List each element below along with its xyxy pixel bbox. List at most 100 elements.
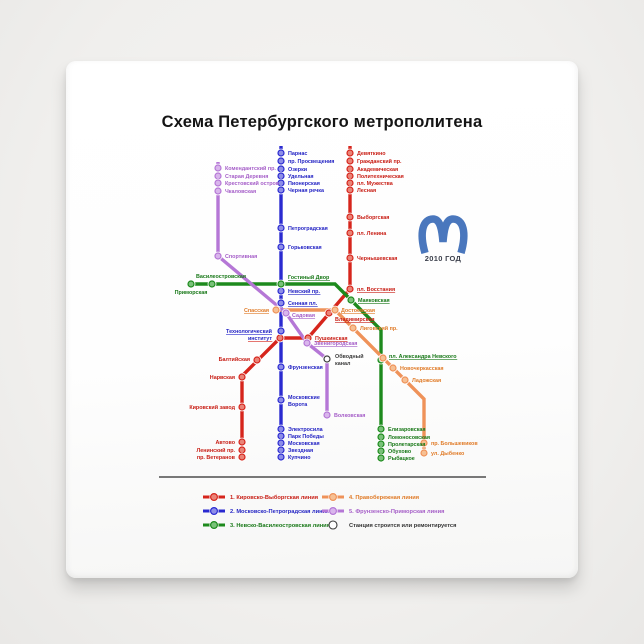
station-label: Новочеркасская — [400, 366, 444, 372]
station-marker — [214, 252, 222, 260]
legend-label: Станция строится или ремонтируется — [349, 523, 456, 529]
station-marker — [377, 440, 385, 448]
station-label: Рыбацкое — [388, 455, 415, 462]
station-label: Горьковская — [288, 245, 322, 251]
station-marker — [346, 172, 354, 180]
station-marker — [277, 327, 285, 335]
station-marker — [389, 364, 397, 372]
metro-logo: 2010 ГОД — [418, 215, 468, 263]
station-marker — [277, 432, 285, 440]
station-label: Старая Деревня — [225, 174, 268, 180]
logo-year-caption: 2010 ГОД — [425, 254, 462, 263]
station-marker — [347, 296, 355, 304]
station-marker — [349, 324, 357, 332]
station-label: Академическая — [357, 167, 398, 173]
station-marker — [346, 165, 354, 173]
station-marker — [346, 229, 354, 237]
station-label: Звенигородская — [314, 341, 357, 347]
station-label: пр. Большевиков — [431, 441, 478, 447]
station-marker — [277, 224, 285, 232]
legend-label: 1. Кировско-Выборгская линия — [230, 494, 318, 501]
station-marker — [331, 306, 339, 314]
station-marker — [377, 447, 385, 455]
station-label: Озерки — [288, 167, 307, 173]
station-marker — [277, 439, 285, 447]
station-label: Садовая — [292, 313, 315, 319]
station-label: Черная речка — [288, 188, 325, 194]
station-label: Девяткино — [357, 151, 386, 157]
station-label: Пролетарская — [388, 442, 425, 448]
station-label: Балтийская — [219, 356, 250, 363]
station-label: Лиговский пр. — [360, 325, 398, 332]
legend-label: 5. Фрунзенско-Приморская линия — [349, 509, 444, 515]
station-marker — [277, 425, 285, 433]
station-label: Невский пр. — [288, 288, 320, 295]
map-title: Схема Петербургского метрополитена — [162, 113, 483, 131]
station-marker — [420, 449, 428, 457]
station-marker — [277, 186, 285, 194]
legend-station-sample — [210, 493, 219, 502]
station-marker — [214, 164, 222, 172]
station-marker — [346, 186, 354, 194]
station-label: Гостиный Двор — [288, 274, 330, 281]
station-marker — [214, 172, 222, 180]
station-label: Кировский завод — [189, 404, 235, 411]
metro-line-4 — [276, 308, 426, 456]
station-marker — [276, 334, 284, 342]
station-marker — [277, 396, 285, 404]
station-label: пл. Мужества — [357, 181, 394, 187]
station-label: Электросила — [288, 427, 324, 433]
station-marker — [323, 411, 331, 419]
station-marker — [277, 243, 285, 251]
station-label: Нарвская — [210, 375, 235, 381]
station-label: Маяковская — [358, 298, 390, 304]
station-label: ул. Дыбенко — [431, 450, 465, 457]
legend-station-sample — [210, 520, 219, 529]
stations-layer — [186, 148, 429, 463]
station-label: Звездная — [288, 448, 313, 454]
legend-label: 4. Правобережная линия — [349, 494, 419, 501]
station-marker — [238, 446, 246, 454]
station-marker — [277, 299, 285, 307]
station-label: Парнас — [288, 151, 307, 157]
station-label: Крестовский остров — [225, 180, 280, 187]
station-label: Достоевская — [341, 308, 375, 314]
station-label: канал — [335, 361, 351, 367]
station-marker — [277, 280, 285, 288]
station-marker — [277, 287, 285, 295]
station-marker — [346, 157, 354, 165]
station-marker — [272, 306, 280, 314]
station-label: Обводный — [335, 353, 364, 360]
station-marker — [346, 285, 354, 293]
metro-logo-m-icon — [418, 215, 468, 255]
station-marker — [282, 309, 290, 317]
station-label: институт — [248, 336, 272, 342]
station-marker — [346, 179, 354, 187]
station-label: пл. Александра Невского — [389, 354, 457, 360]
station-label: Владимирская — [335, 317, 375, 323]
station-marker — [238, 373, 246, 381]
legend-label: 3. Невско-Василеостровская линия — [230, 523, 330, 529]
station-label: Выборгская — [357, 214, 389, 221]
metro-line-5 — [216, 162, 329, 418]
station-marker — [277, 149, 285, 157]
station-label: пл. Ленина — [357, 231, 387, 237]
station-label: пр. Ветеранов — [197, 455, 236, 461]
station-label: пр. Просвещения — [288, 159, 334, 165]
station-label: Лесная — [357, 188, 376, 194]
station-label: Ленинский пр. — [197, 447, 236, 454]
station-marker — [238, 438, 246, 446]
station-label: Парк Победы — [288, 433, 324, 440]
station-label: Купчино — [288, 455, 311, 461]
station-label: Спасская — [244, 308, 269, 314]
station-marker — [420, 439, 428, 447]
station-marker — [214, 179, 222, 187]
station-marker — [323, 355, 331, 363]
station-marker — [377, 433, 385, 441]
station-marker — [377, 454, 385, 462]
station-marker — [214, 187, 222, 195]
station-marker — [187, 280, 195, 288]
legend-station-sample — [329, 507, 338, 516]
